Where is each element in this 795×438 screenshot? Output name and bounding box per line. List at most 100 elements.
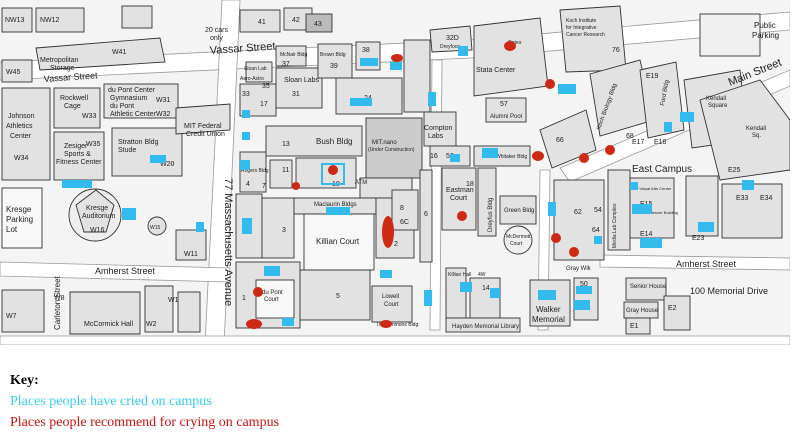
bldg-18: [477, 167, 497, 237]
label-stata: Stata Center: [476, 67, 516, 74]
label-w2: W2: [146, 321, 157, 328]
label-east-campus: East Campus: [632, 164, 692, 175]
cried-marker: [326, 207, 350, 215]
label-14: 14: [482, 285, 490, 292]
label-only: only: [210, 35, 223, 42]
label-wiesner: Wiesner Building: [648, 210, 678, 215]
label-8: 8: [400, 205, 404, 212]
cried-marker: [490, 288, 500, 298]
bldg-mcnair: [275, 45, 307, 67]
cried-marker: [538, 290, 556, 300]
label-mass-ave: 77 Massachusetts Avenue: [222, 178, 234, 306]
label-atm: ATM: [355, 180, 367, 186]
label-66: 66: [556, 137, 564, 144]
cried-marker: [264, 266, 280, 276]
bldg-zesiger: [53, 131, 105, 181]
label-amherst-west: Amherst Street: [95, 266, 156, 276]
cried-marker: [196, 222, 204, 232]
label-public: Public: [754, 21, 776, 30]
label-kresge-lot-1: Kresge: [6, 205, 32, 214]
cried-marker: [558, 84, 576, 94]
bldg-e1: [625, 317, 651, 335]
label-compton-2: Labs: [428, 133, 444, 140]
bldg-koch: [559, 5, 627, 73]
cried-marker: [742, 180, 754, 190]
dupont-court: [255, 279, 295, 319]
mcdermott-court: [503, 225, 533, 255]
cried-marker: [380, 270, 392, 278]
label-kendall-2: Square: [708, 103, 728, 109]
bldg-compton: [423, 111, 457, 147]
label-senior: Senior House: [630, 284, 667, 290]
bldg-54: [553, 179, 605, 261]
label-2: 2: [394, 241, 398, 248]
cried-marker: [242, 218, 252, 234]
label-e34: E34: [760, 195, 773, 202]
label-credit-2: Credit Union: [186, 131, 225, 138]
label-koch-1: Koch Institute: [566, 18, 597, 24]
cried-marker: [574, 300, 590, 310]
label-johnson-3: Center: [10, 133, 32, 140]
label-johnson-2: Athletics: [6, 123, 33, 130]
label-koch-2: for Integrative: [566, 25, 597, 31]
cried-marker: [428, 92, 436, 106]
bldg-w11: [175, 229, 207, 261]
recommend-marker: [246, 319, 262, 329]
label-dupont-1: du Pont Center: [108, 87, 156, 94]
bldg-e19: [639, 61, 685, 139]
bldg-3: [261, 197, 295, 259]
label-w45: W45: [6, 69, 21, 76]
label-e18: E18: [654, 139, 667, 146]
label-lowell-2: Court: [384, 302, 399, 308]
label-credit-1: MIT Federal: [184, 123, 222, 130]
recommend-marker: [504, 41, 516, 51]
recommend-marker: [532, 151, 544, 161]
cried-marker: [458, 46, 468, 56]
label-dreyfoos: Dreyfoos: [440, 44, 461, 50]
label-20-cars: 20 cars: [205, 27, 228, 34]
label-3: 3: [282, 227, 286, 234]
legend-title: Key:: [10, 373, 39, 388]
label-w41: W41: [112, 49, 127, 56]
cried-marker: [122, 208, 136, 220]
bldg-credit-union: [175, 103, 231, 135]
label-nw12: NW12: [40, 17, 60, 24]
label-aero: Aero-Astro: [240, 76, 264, 82]
bldg-rogers: [239, 151, 267, 193]
cried-marker: [240, 160, 250, 170]
label-64: 64: [592, 227, 600, 234]
cried-marker: [450, 154, 460, 162]
label-whitaker: Whitaker Bldg: [496, 154, 527, 160]
label-13: 13: [282, 141, 290, 148]
bldg-5: [299, 269, 371, 321]
label-50: 50: [580, 281, 588, 288]
bldg-43: [305, 13, 333, 33]
label-4w: 4W: [478, 272, 486, 278]
cried-marker: [680, 112, 694, 122]
label-31: 31: [292, 91, 300, 98]
label-17: 17: [260, 101, 268, 108]
label-kresge-lot-3: Lot: [6, 225, 18, 234]
label-w11: W11: [184, 251, 198, 258]
label-kresge-lot-2: Parking: [6, 215, 33, 224]
label-6c: 6C: [400, 219, 409, 226]
recommend-marker: [328, 165, 338, 175]
label-w8: W8: [54, 295, 65, 302]
recommend-marker: [545, 79, 555, 89]
label-lowell-1: Lowell: [382, 294, 399, 300]
bldg-w2: [177, 291, 201, 333]
cried-marker: [390, 62, 402, 70]
bldg-6: [419, 169, 433, 263]
label-e19: E19: [646, 73, 659, 80]
label-w35: W35: [86, 141, 101, 148]
bldg-41: [239, 9, 281, 33]
label-kendall-3: Kendall: [746, 126, 766, 132]
amherst-street-east: [599, 254, 790, 271]
recommend-marker: [551, 233, 561, 243]
label-rockwell-1: Rockwell: [60, 95, 88, 102]
legend-recommend: Places people recommend for crying on ca…: [10, 415, 280, 430]
cried-marker: [242, 110, 250, 118]
recommend-marker: [382, 216, 394, 248]
label-killian-hall: Killian Hall: [448, 272, 471, 278]
label-e23: E23: [692, 235, 705, 242]
